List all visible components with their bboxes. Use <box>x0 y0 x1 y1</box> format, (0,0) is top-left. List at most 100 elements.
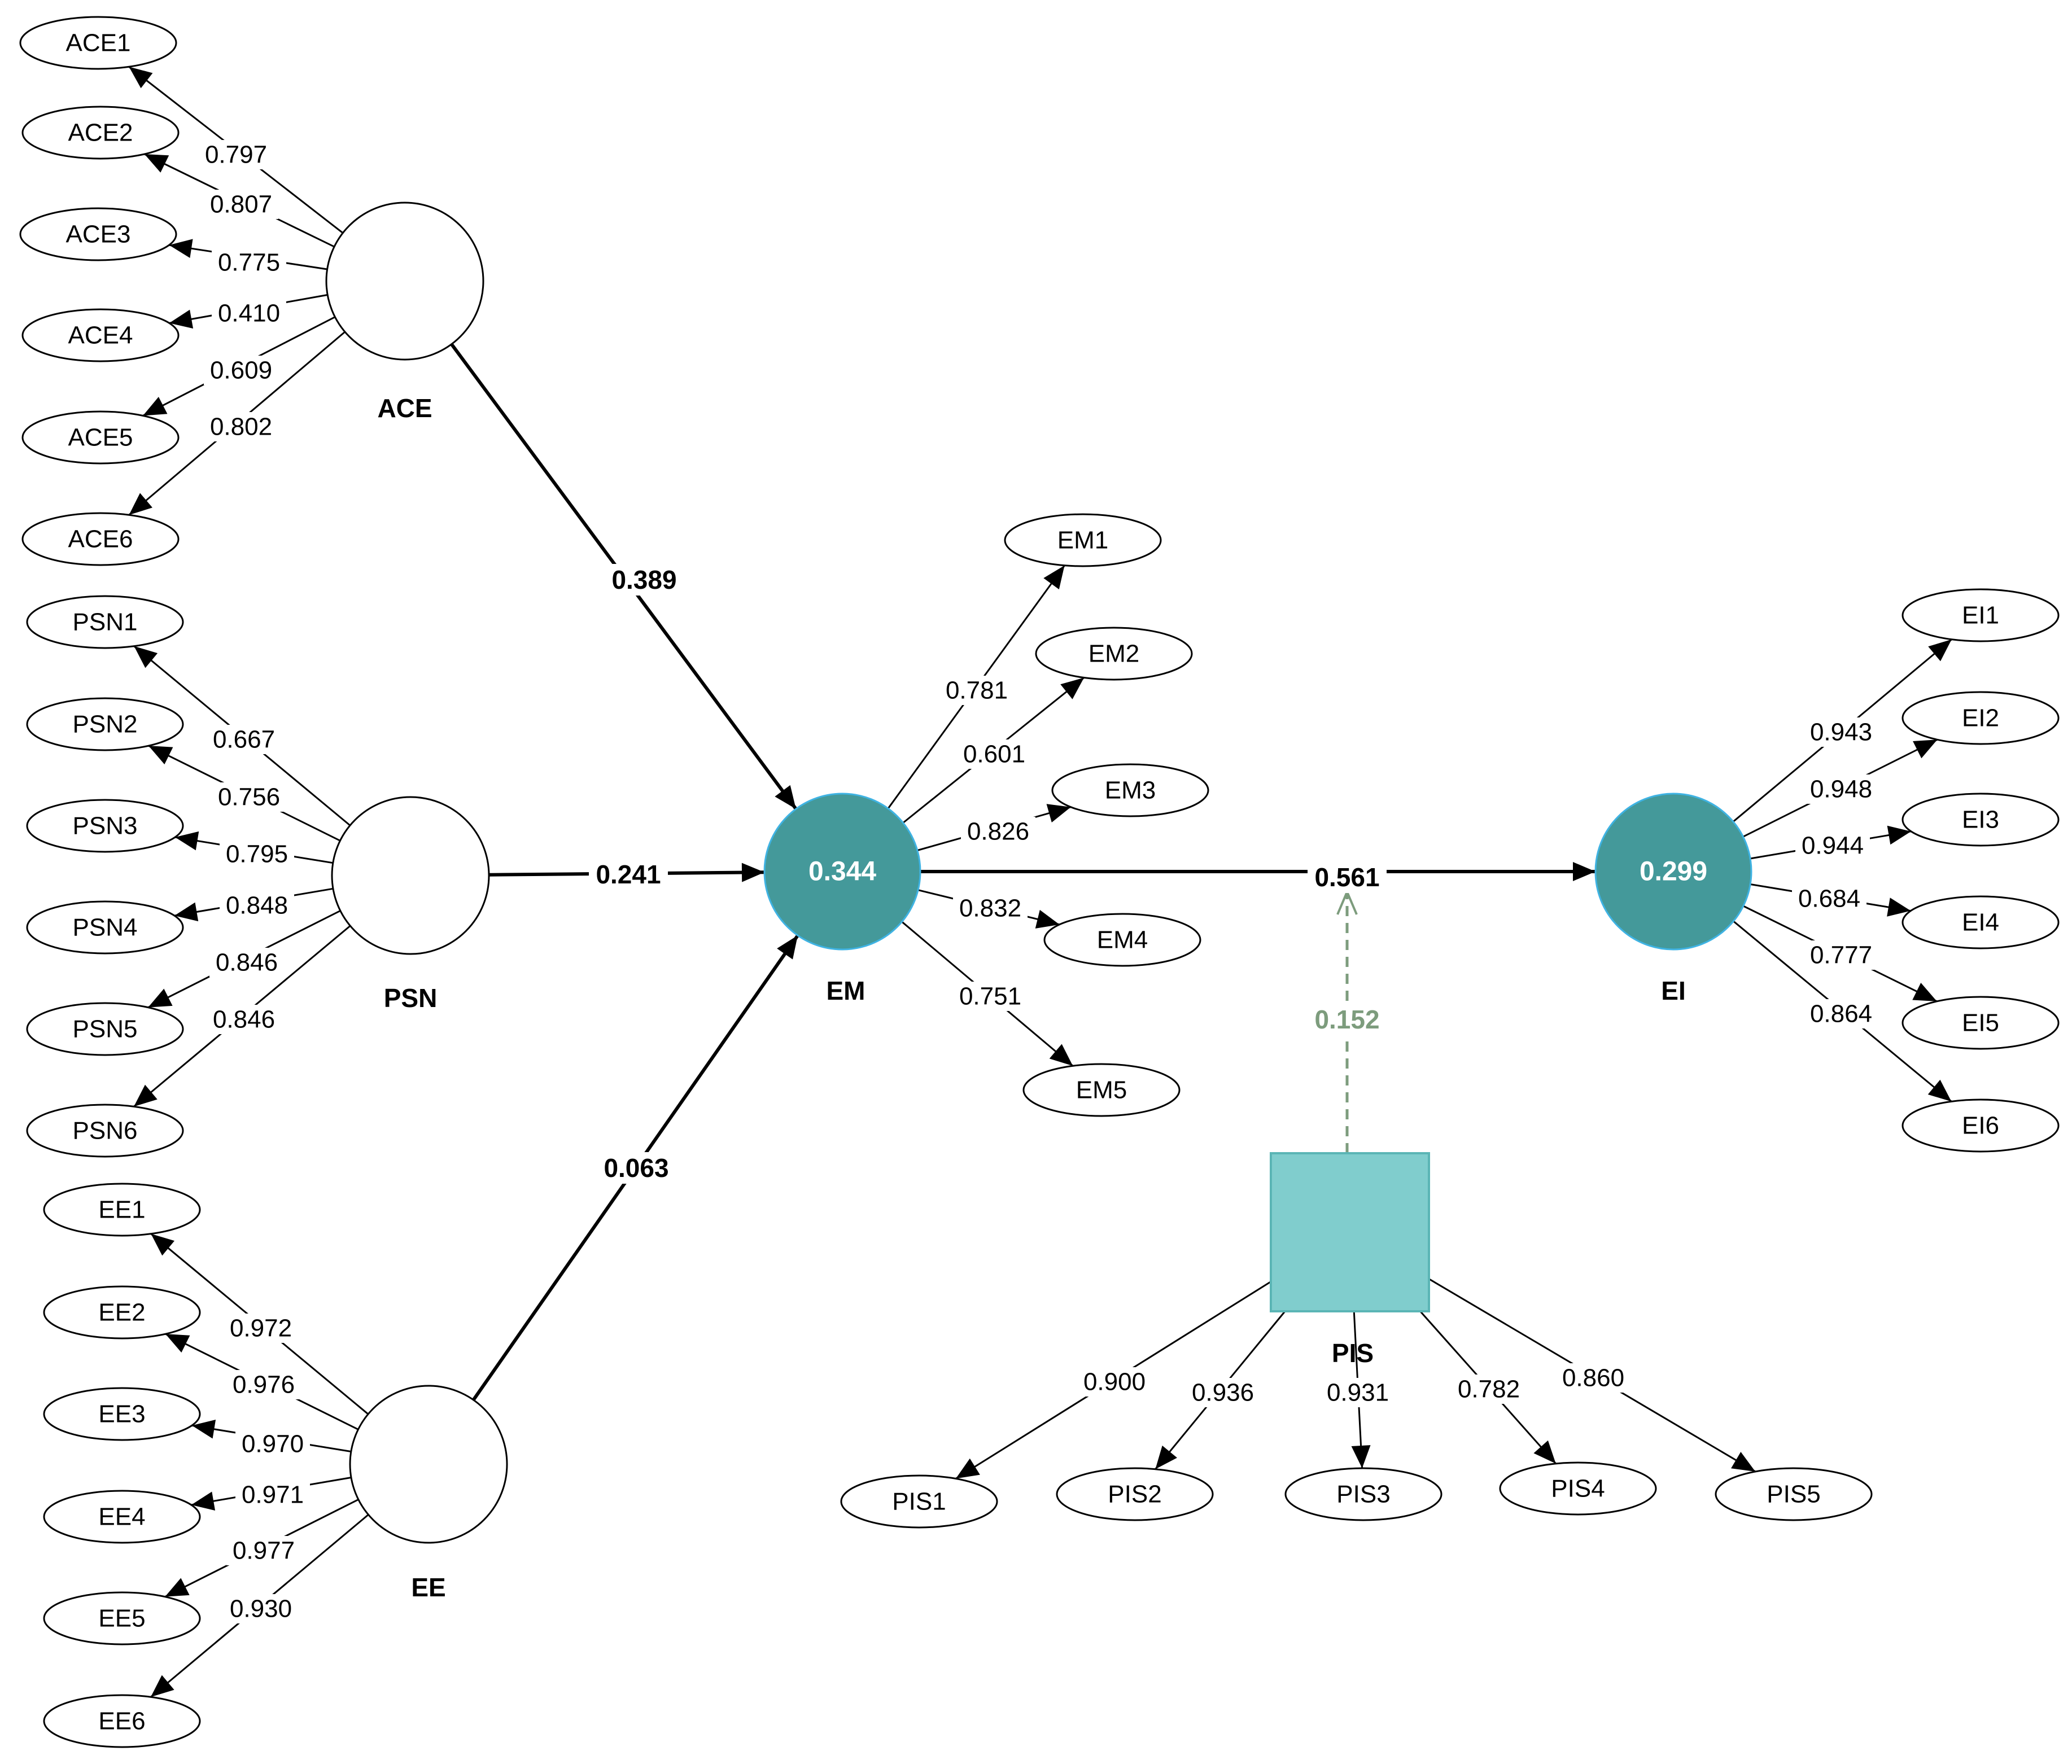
moderation-coefficient: 0.152 <box>1314 1005 1379 1034</box>
loading-value: 0.860 <box>1562 1364 1624 1392</box>
indicator-ee6[interactable] <box>43 1694 201 1748</box>
indicator-psn4[interactable] <box>26 900 184 955</box>
loading-arrowhead-ei-3 <box>1887 825 1911 845</box>
indicator-pis3[interactable] <box>1284 1467 1442 1521</box>
latent-label-pis: PIS <box>1332 1338 1374 1368</box>
indicator-ei4[interactable] <box>1901 895 2060 949</box>
loading-value: 0.943 <box>1810 719 1872 746</box>
loading-label-bg <box>212 782 286 812</box>
loading-value: 0.797 <box>205 141 267 169</box>
loading-arrowhead-ee-3 <box>191 1419 216 1439</box>
latent-variable-ee[interactable] <box>349 1385 508 1544</box>
indicator-psn2[interactable] <box>26 697 184 751</box>
path-label-bg <box>1308 861 1387 893</box>
latent-label-em: EM <box>827 976 865 1005</box>
indicator-label: PIS3 <box>1336 1481 1390 1508</box>
indicator-ace3[interactable] <box>19 207 177 261</box>
indicator-ee4[interactable] <box>43 1490 201 1544</box>
indicator-label: ACE3 <box>66 221 131 248</box>
indicator-em4[interactable] <box>1043 913 1201 967</box>
loading-value: 0.948 <box>1810 776 1872 803</box>
indicator-ei1[interactable] <box>1901 588 2060 642</box>
indicator-ei6[interactable] <box>1901 1098 2060 1153</box>
latent-variable-ace[interactable] <box>325 202 484 361</box>
indicator-pis5[interactable] <box>1715 1467 1873 1521</box>
indicator-label: EE6 <box>98 1708 145 1735</box>
indicator-pis1[interactable] <box>840 1474 998 1529</box>
loading-value: 0.777 <box>1810 942 1872 969</box>
indicator-label: PIS1 <box>892 1488 946 1516</box>
loading-label-bg <box>235 1429 310 1459</box>
loading-value: 0.667 <box>213 726 275 754</box>
loading-label-bg <box>220 839 294 869</box>
indicator-psn6[interactable] <box>26 1104 184 1158</box>
indicator-ace4[interactable] <box>21 308 180 362</box>
loading-label-bg <box>1186 1378 1260 1407</box>
indicator-em3[interactable] <box>1051 763 1209 817</box>
indicator-ee1[interactable] <box>43 1183 201 1237</box>
loading-label-bg <box>199 140 273 169</box>
loading-label-bg <box>1321 1378 1395 1407</box>
indicator-label: ACE2 <box>68 119 133 147</box>
indicator-ee5[interactable] <box>43 1591 201 1645</box>
loading-value: 0.944 <box>1802 832 1864 860</box>
indicator-em5[interactable] <box>1022 1063 1181 1117</box>
loading-label-bg <box>957 739 1031 769</box>
indicator-label: EI2 <box>1962 704 1999 732</box>
loading-value: 0.976 <box>233 1371 295 1399</box>
structural-arrowhead-psn-em <box>741 863 765 882</box>
indicator-ei3[interactable] <box>1901 793 2060 847</box>
loading-label-bg <box>220 891 294 920</box>
loading-arrowhead-em-3 <box>1046 804 1071 822</box>
loading-arrowhead-ee-6 <box>151 1675 174 1697</box>
indicator-ee3[interactable] <box>43 1387 201 1441</box>
indicator-label: PSN4 <box>73 914 138 942</box>
indicator-label: PIS2 <box>1108 1481 1161 1508</box>
loading-arrowhead-pis-2 <box>1155 1445 1177 1469</box>
loading-value: 0.601 <box>963 741 1025 768</box>
indicator-ace5[interactable] <box>21 410 180 465</box>
moderator-pis[interactable] <box>1270 1152 1430 1312</box>
loading-arrowhead-ace-4 <box>169 309 194 329</box>
indicator-ace6[interactable] <box>21 512 180 566</box>
indicator-ei5[interactable] <box>1901 996 2060 1050</box>
indicator-ace2[interactable] <box>21 106 180 160</box>
indicator-label: PSN3 <box>73 812 138 840</box>
loading-label-bg <box>939 676 1014 705</box>
loading-arrowhead-ei-2 <box>1913 739 1938 759</box>
path-label-bg <box>589 859 668 890</box>
loading-label-bg <box>1804 774 1878 804</box>
indicator-pis4[interactable] <box>1499 1461 1657 1516</box>
loading-value: 0.848 <box>226 892 288 920</box>
indicator-ei2[interactable] <box>1901 691 2060 745</box>
indicator-em2[interactable] <box>1035 627 1193 681</box>
latent-variable-ei[interactable] <box>1594 793 1752 951</box>
loading-value: 0.970 <box>242 1430 304 1458</box>
indicator-label: EM2 <box>1089 640 1139 668</box>
loading-label-bg <box>1804 999 1878 1028</box>
indicator-psn1[interactable] <box>26 595 184 649</box>
loading-arrowhead-pis-3 <box>1351 1445 1371 1469</box>
loading-value: 0.782 <box>1458 1376 1520 1403</box>
loading-value: 0.775 <box>218 249 280 277</box>
loading-arrowhead-ee-5 <box>165 1578 190 1597</box>
indicator-ace1[interactable] <box>19 16 177 70</box>
loading-label-bg <box>207 1005 281 1034</box>
indicator-psn3[interactable] <box>26 799 184 853</box>
indicator-em1[interactable] <box>1004 513 1162 567</box>
indicator-psn5[interactable] <box>26 1002 184 1056</box>
loading-label-bg <box>224 1594 298 1623</box>
loading-label-bg <box>224 1314 298 1343</box>
latent-variable-psn[interactable] <box>331 796 490 955</box>
indicator-pis2[interactable] <box>1056 1467 1214 1521</box>
indicator-ee2[interactable] <box>43 1285 201 1340</box>
loading-value: 0.826 <box>967 818 1029 846</box>
loading-arrowhead-em-4 <box>1035 909 1060 929</box>
loading-arrowhead-ei-6 <box>1927 1079 1952 1102</box>
loading-arrowhead-pis-4 <box>1533 1440 1556 1464</box>
loading-label-bg <box>204 190 278 219</box>
loading-arrowhead-psn-2 <box>148 746 173 765</box>
loading-arrowhead-ace-1 <box>129 67 153 89</box>
loading-value: 0.971 <box>242 1481 304 1509</box>
latent-variable-em[interactable] <box>763 793 921 951</box>
